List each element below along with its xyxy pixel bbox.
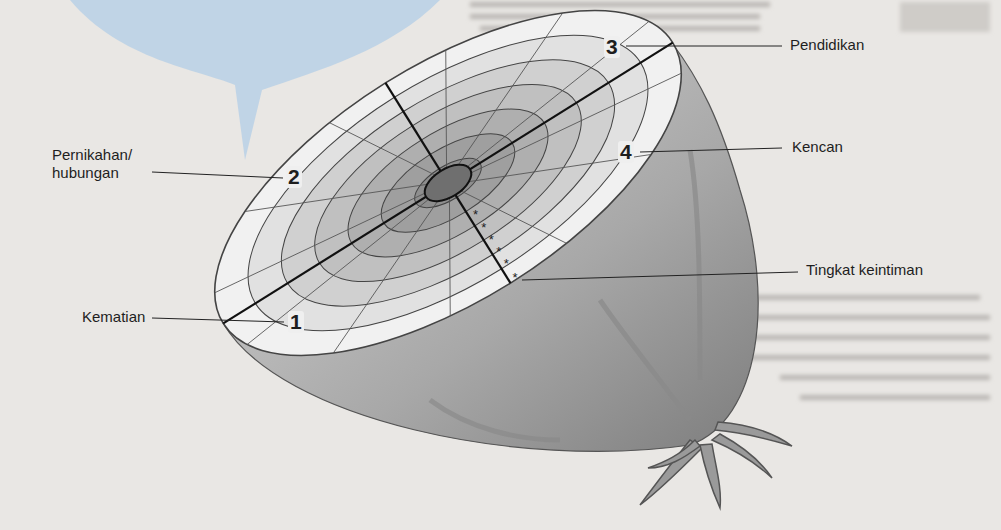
callout-number: 4: [618, 141, 634, 163]
intimacy-mark: *: [504, 258, 509, 270]
onion-core: [419, 157, 478, 208]
onion-spoke: [329, 90, 435, 208]
onion-ring: [366, 114, 530, 251]
onion-spoke: [471, 50, 681, 195]
callout-number: 2: [286, 166, 302, 188]
callout-number: 1: [288, 311, 304, 333]
onion-ring: [243, 11, 653, 355]
onion-spoke: [397, 198, 503, 316]
onion-spoke: [294, 201, 476, 353]
part-label: Pernikahan/ hubungan: [52, 146, 142, 182]
onion-spoke: [469, 92, 651, 244]
intimacy-mark: *: [481, 222, 486, 234]
onion-ring: [161, 0, 736, 423]
part-label: Kematian: [82, 308, 145, 326]
intimacy-mark: *: [489, 234, 494, 246]
onion-spoke: [419, 13, 601, 165]
onion-spoke: [453, 21, 663, 166]
axis-line: [223, 43, 672, 324]
intimacy-mark: *: [512, 272, 517, 284]
part-label: Tingkat keintiman: [806, 261, 923, 279]
onion-ring: [325, 80, 571, 286]
onion-spoke: [393, 50, 499, 168]
callout-number: 3: [604, 36, 620, 58]
onion-spoke: [215, 170, 425, 315]
intimacy-mark: *: [496, 246, 501, 258]
onion-ring: [202, 0, 694, 389]
axis-line: [385, 83, 510, 283]
onion-spoke: [233, 199, 443, 344]
part-label: Kencan: [792, 138, 843, 156]
part-label: Pendidikan: [790, 36, 864, 54]
onion-roots: [640, 422, 792, 508]
intimacy-mark: *: [473, 209, 478, 221]
onion-spoke: [245, 122, 427, 274]
leader-lines: [152, 46, 798, 322]
onion-spoke: [461, 158, 567, 276]
